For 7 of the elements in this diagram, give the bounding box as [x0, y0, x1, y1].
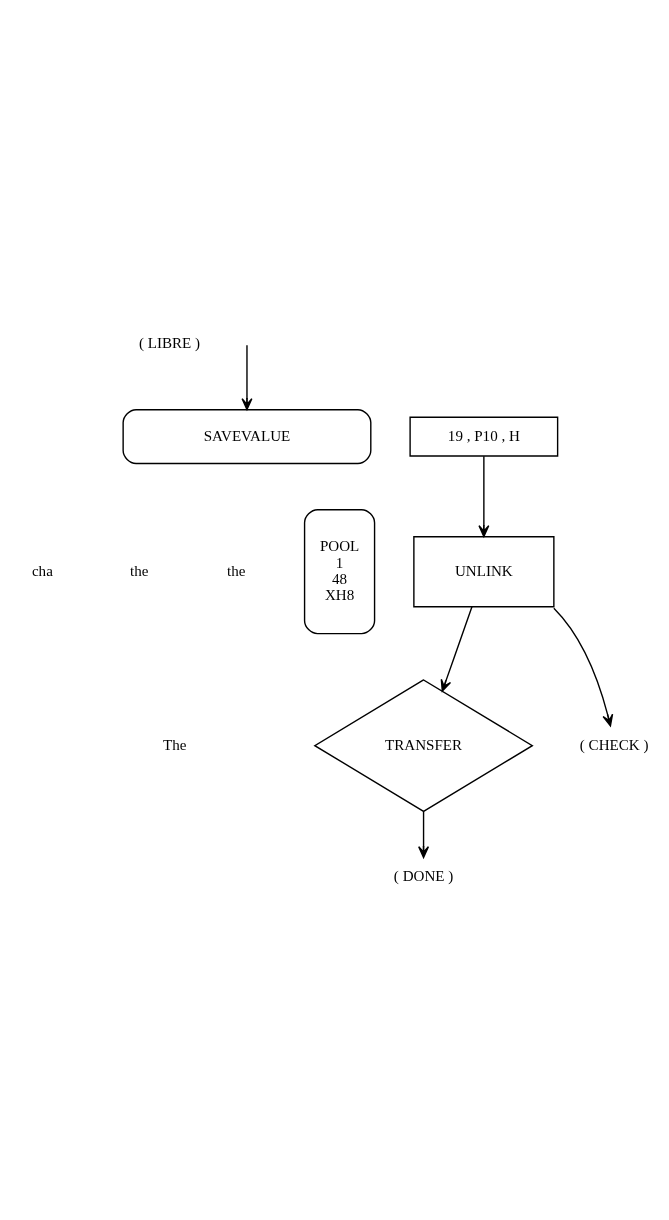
node-text: ( CHECK ) [579, 736, 648, 753]
label: the [129, 562, 148, 579]
node-text: ( DONE ) [393, 867, 453, 884]
label: The [162, 736, 187, 753]
label: the [226, 562, 245, 579]
label: cha [31, 562, 53, 579]
label: ( LIBRE ) [138, 334, 200, 351]
